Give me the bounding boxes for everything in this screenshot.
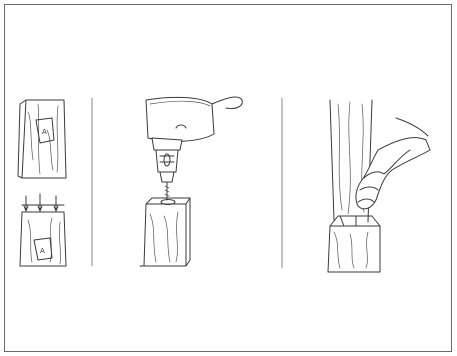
panel-mark-blocks: A A [18, 100, 66, 266]
power-drill [146, 97, 242, 200]
panel-drill-block [140, 97, 242, 266]
block-label-a-upper: A [42, 128, 47, 136]
block-label-a-lower: A [40, 247, 45, 255]
upper-block: A [18, 100, 66, 178]
hand [356, 118, 430, 209]
lower-block: A [20, 194, 66, 266]
fitted-block [328, 216, 380, 272]
drilled-block [140, 198, 190, 266]
panel-fit-block-on-leg [328, 100, 430, 272]
